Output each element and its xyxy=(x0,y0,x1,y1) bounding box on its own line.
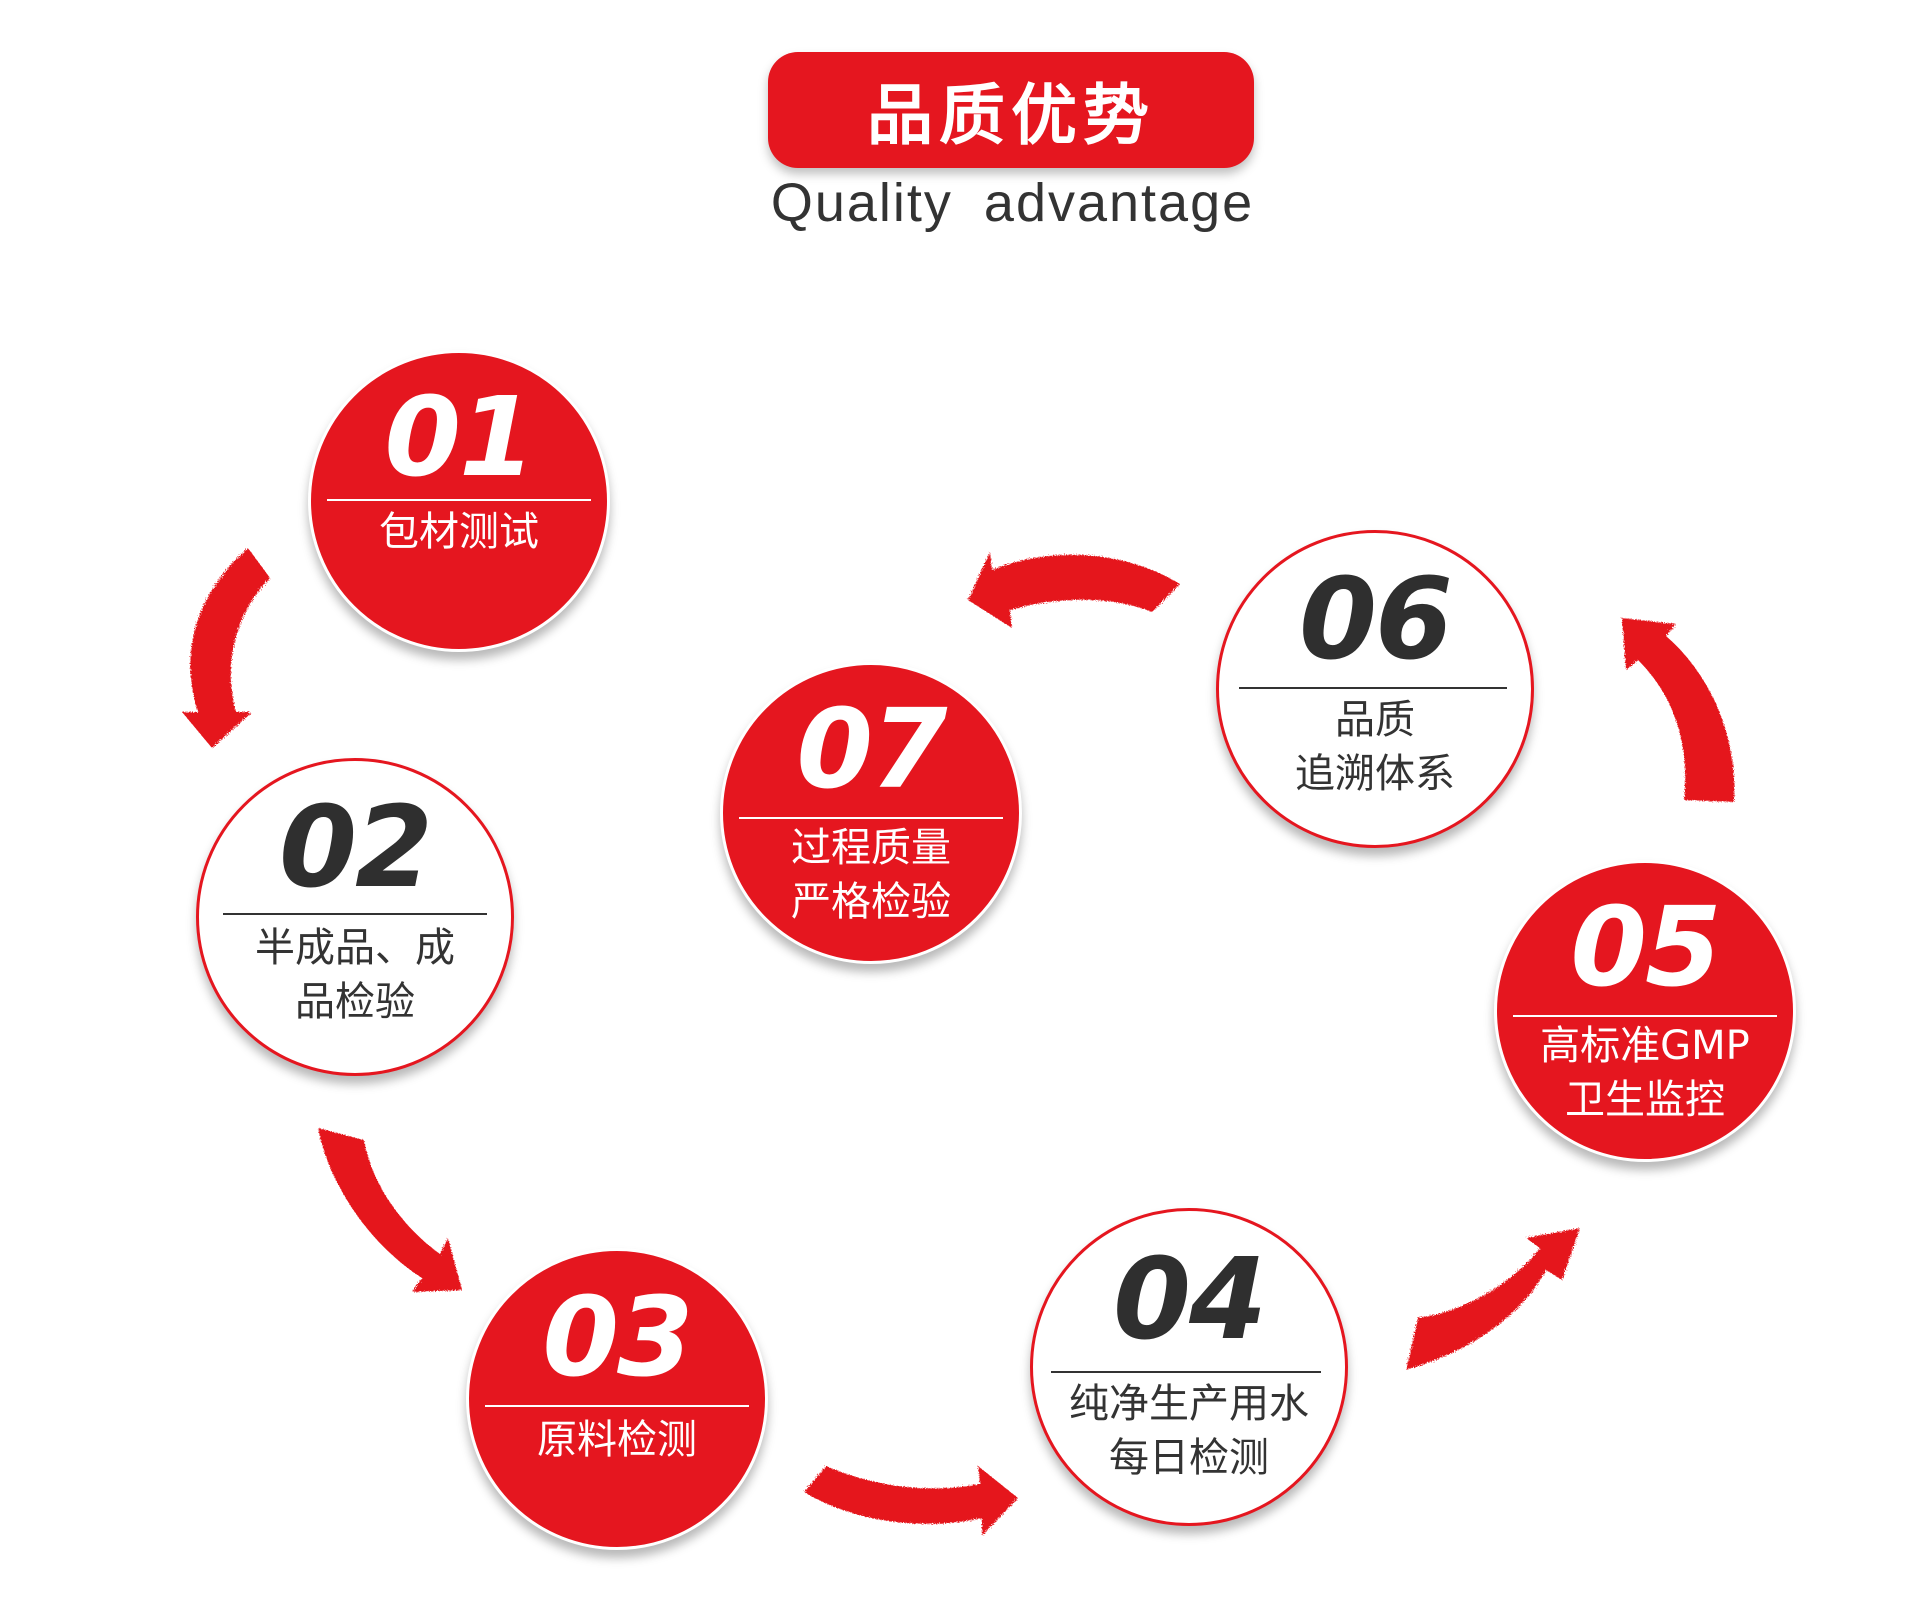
arrow-03-04-icon xyxy=(804,1466,1018,1536)
step-01: 01 包材测试 xyxy=(308,350,610,652)
step-divider xyxy=(739,817,1003,819)
step-label-line: 品检验 xyxy=(295,979,415,1025)
step-label: 品质 追溯体系 xyxy=(1219,693,1531,801)
arrow-04-05-icon xyxy=(1406,1228,1580,1370)
step-number: 04 xyxy=(1113,1235,1267,1365)
step-label-line: 原料检测 xyxy=(537,1417,697,1463)
page-title: 品质优势 xyxy=(867,77,1155,154)
step-06: 06 品质 追溯体系 xyxy=(1216,530,1534,848)
step-02: 02 半成品、成 品检验 xyxy=(196,758,514,1076)
step-label-line: 纯净生产用水 xyxy=(1069,1381,1309,1427)
step-04: 04 纯净生产用水 每日检测 xyxy=(1030,1208,1348,1526)
step-07: 07 过程质量 严格检验 xyxy=(720,662,1022,964)
step-03: 03 原料检测 xyxy=(466,1248,768,1550)
step-label: 纯净生产用水 每日检测 xyxy=(1033,1377,1345,1485)
step-number: 07 xyxy=(796,685,947,813)
step-number: 05 xyxy=(1570,883,1721,1011)
step-divider xyxy=(223,913,487,915)
step-label-line: 每日检测 xyxy=(1109,1435,1269,1481)
page-subtitle: Quality advantage xyxy=(770,173,1255,233)
step-label-line: 包材测试 xyxy=(379,509,539,555)
step-label: 半成品、成 品检验 xyxy=(199,921,511,1029)
step-label-line: 品质 xyxy=(1335,697,1415,743)
step-number: 02 xyxy=(279,783,433,913)
arrow-02-03-icon xyxy=(318,1128,462,1292)
step-label-line: 严格检验 xyxy=(791,879,951,925)
step-label-line: 卫生监控 xyxy=(1565,1077,1725,1123)
step-divider xyxy=(1239,687,1507,689)
step-label: 高标准GMP 卫生监控 xyxy=(1497,1019,1793,1127)
arrow-06-07-icon xyxy=(968,552,1180,628)
step-divider xyxy=(1513,1015,1777,1017)
step-05: 05 高标准GMP 卫生监控 xyxy=(1494,860,1796,1162)
step-number: 03 xyxy=(542,1273,693,1401)
step-label-line: 高标准GMP xyxy=(1540,1023,1750,1069)
step-label: 原料检测 xyxy=(469,1413,765,1467)
step-label: 包材测试 xyxy=(311,505,607,559)
title-banner: 品质优势 xyxy=(768,52,1254,168)
step-divider xyxy=(485,1405,749,1407)
step-divider xyxy=(1051,1371,1321,1373)
step-number: 01 xyxy=(384,373,535,501)
step-label-line: 过程质量 xyxy=(791,825,951,871)
step-divider xyxy=(327,499,591,501)
step-label: 过程质量 严格检验 xyxy=(723,821,1019,929)
step-number: 06 xyxy=(1299,555,1453,685)
arrow-01-02-icon xyxy=(182,548,270,748)
arrow-05-06-icon xyxy=(1622,618,1735,802)
step-label-line: 追溯体系 xyxy=(1295,751,1455,797)
step-label-line: 半成品、成 xyxy=(255,925,455,971)
